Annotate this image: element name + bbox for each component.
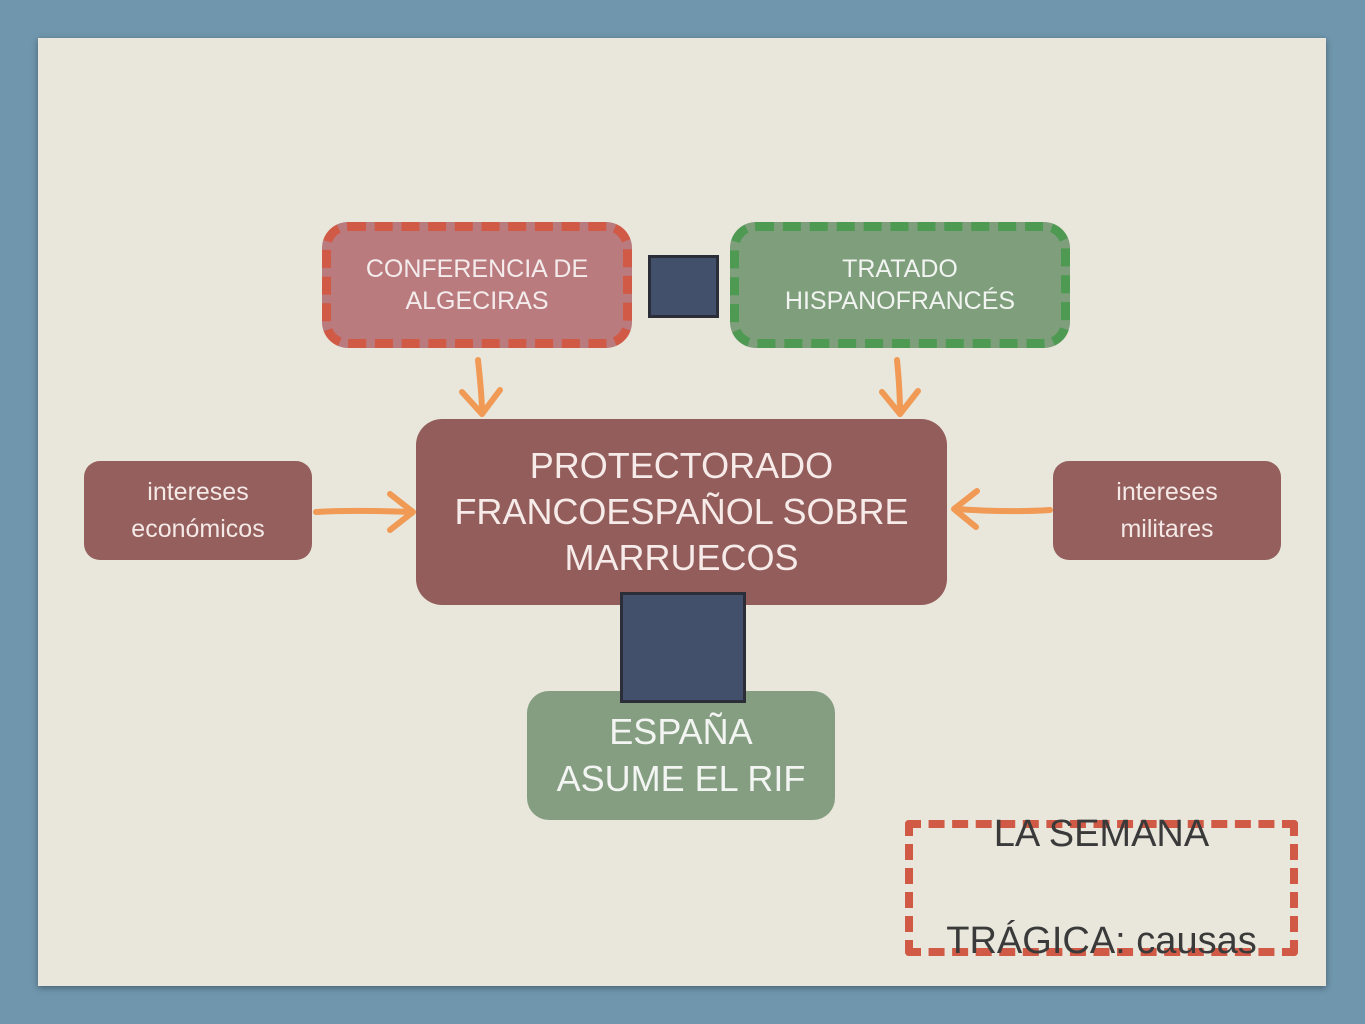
conferencia-label: CONFERENCIA DE ALGECIRAS	[365, 255, 589, 315]
intereses-economicos-label: intereses económicos	[131, 478, 265, 543]
tratado-hispanofrances-box: TRATADO HISPANOFRANCÉS	[730, 222, 1070, 348]
espana-asume-rif-box: ESPAÑA ASUME EL RIF	[527, 691, 835, 820]
arrow-economicos-head	[387, 491, 416, 533]
arrow-economicos-right	[313, 507, 415, 515]
title-line-1: LA SEMANA	[993, 813, 1210, 856]
conferencia-de-algeciras-box: CONFERENCIA DE ALGECIRAS	[322, 222, 632, 348]
title-line-2-sub: causas	[1125, 919, 1257, 962]
arrow-conferencia-head	[459, 387, 503, 417]
title-line-2-main: TRÁGICA:	[946, 919, 1126, 962]
intereses-militares-label: intereses militares	[1116, 478, 1218, 543]
arrow-tratado-down	[894, 357, 903, 417]
arrow-militares-head	[951, 488, 980, 530]
intereses-economicos-box: intereses económicos	[84, 461, 312, 560]
placeholder-square-middle	[620, 592, 746, 703]
placeholder-square-top	[648, 255, 719, 318]
protectorado-box: PROTECTORADO FRANCOESPAÑOL SOBRE MARRUEC…	[416, 419, 947, 605]
slide-title-box: LA SEMANA TRÁGICA: causas	[905, 813, 1298, 962]
protectorado-label: PROTECTORADO FRANCOESPAÑOL SOBRE MARRUEC…	[454, 444, 909, 579]
arrow-tratado-head	[879, 388, 921, 417]
slide-title: LA SEMANA TRÁGICA: causas	[946, 755, 1256, 1021]
title-line-2: TRÁGICA: causas	[946, 915, 1256, 968]
arrow-militares-left	[952, 506, 1053, 515]
espana-label: ESPAÑA ASUME EL RIF	[556, 711, 806, 799]
tratado-label: TRATADO HISPANOFRANCÉS	[784, 255, 1016, 315]
intereses-militares-box: intereses militares	[1053, 461, 1281, 560]
